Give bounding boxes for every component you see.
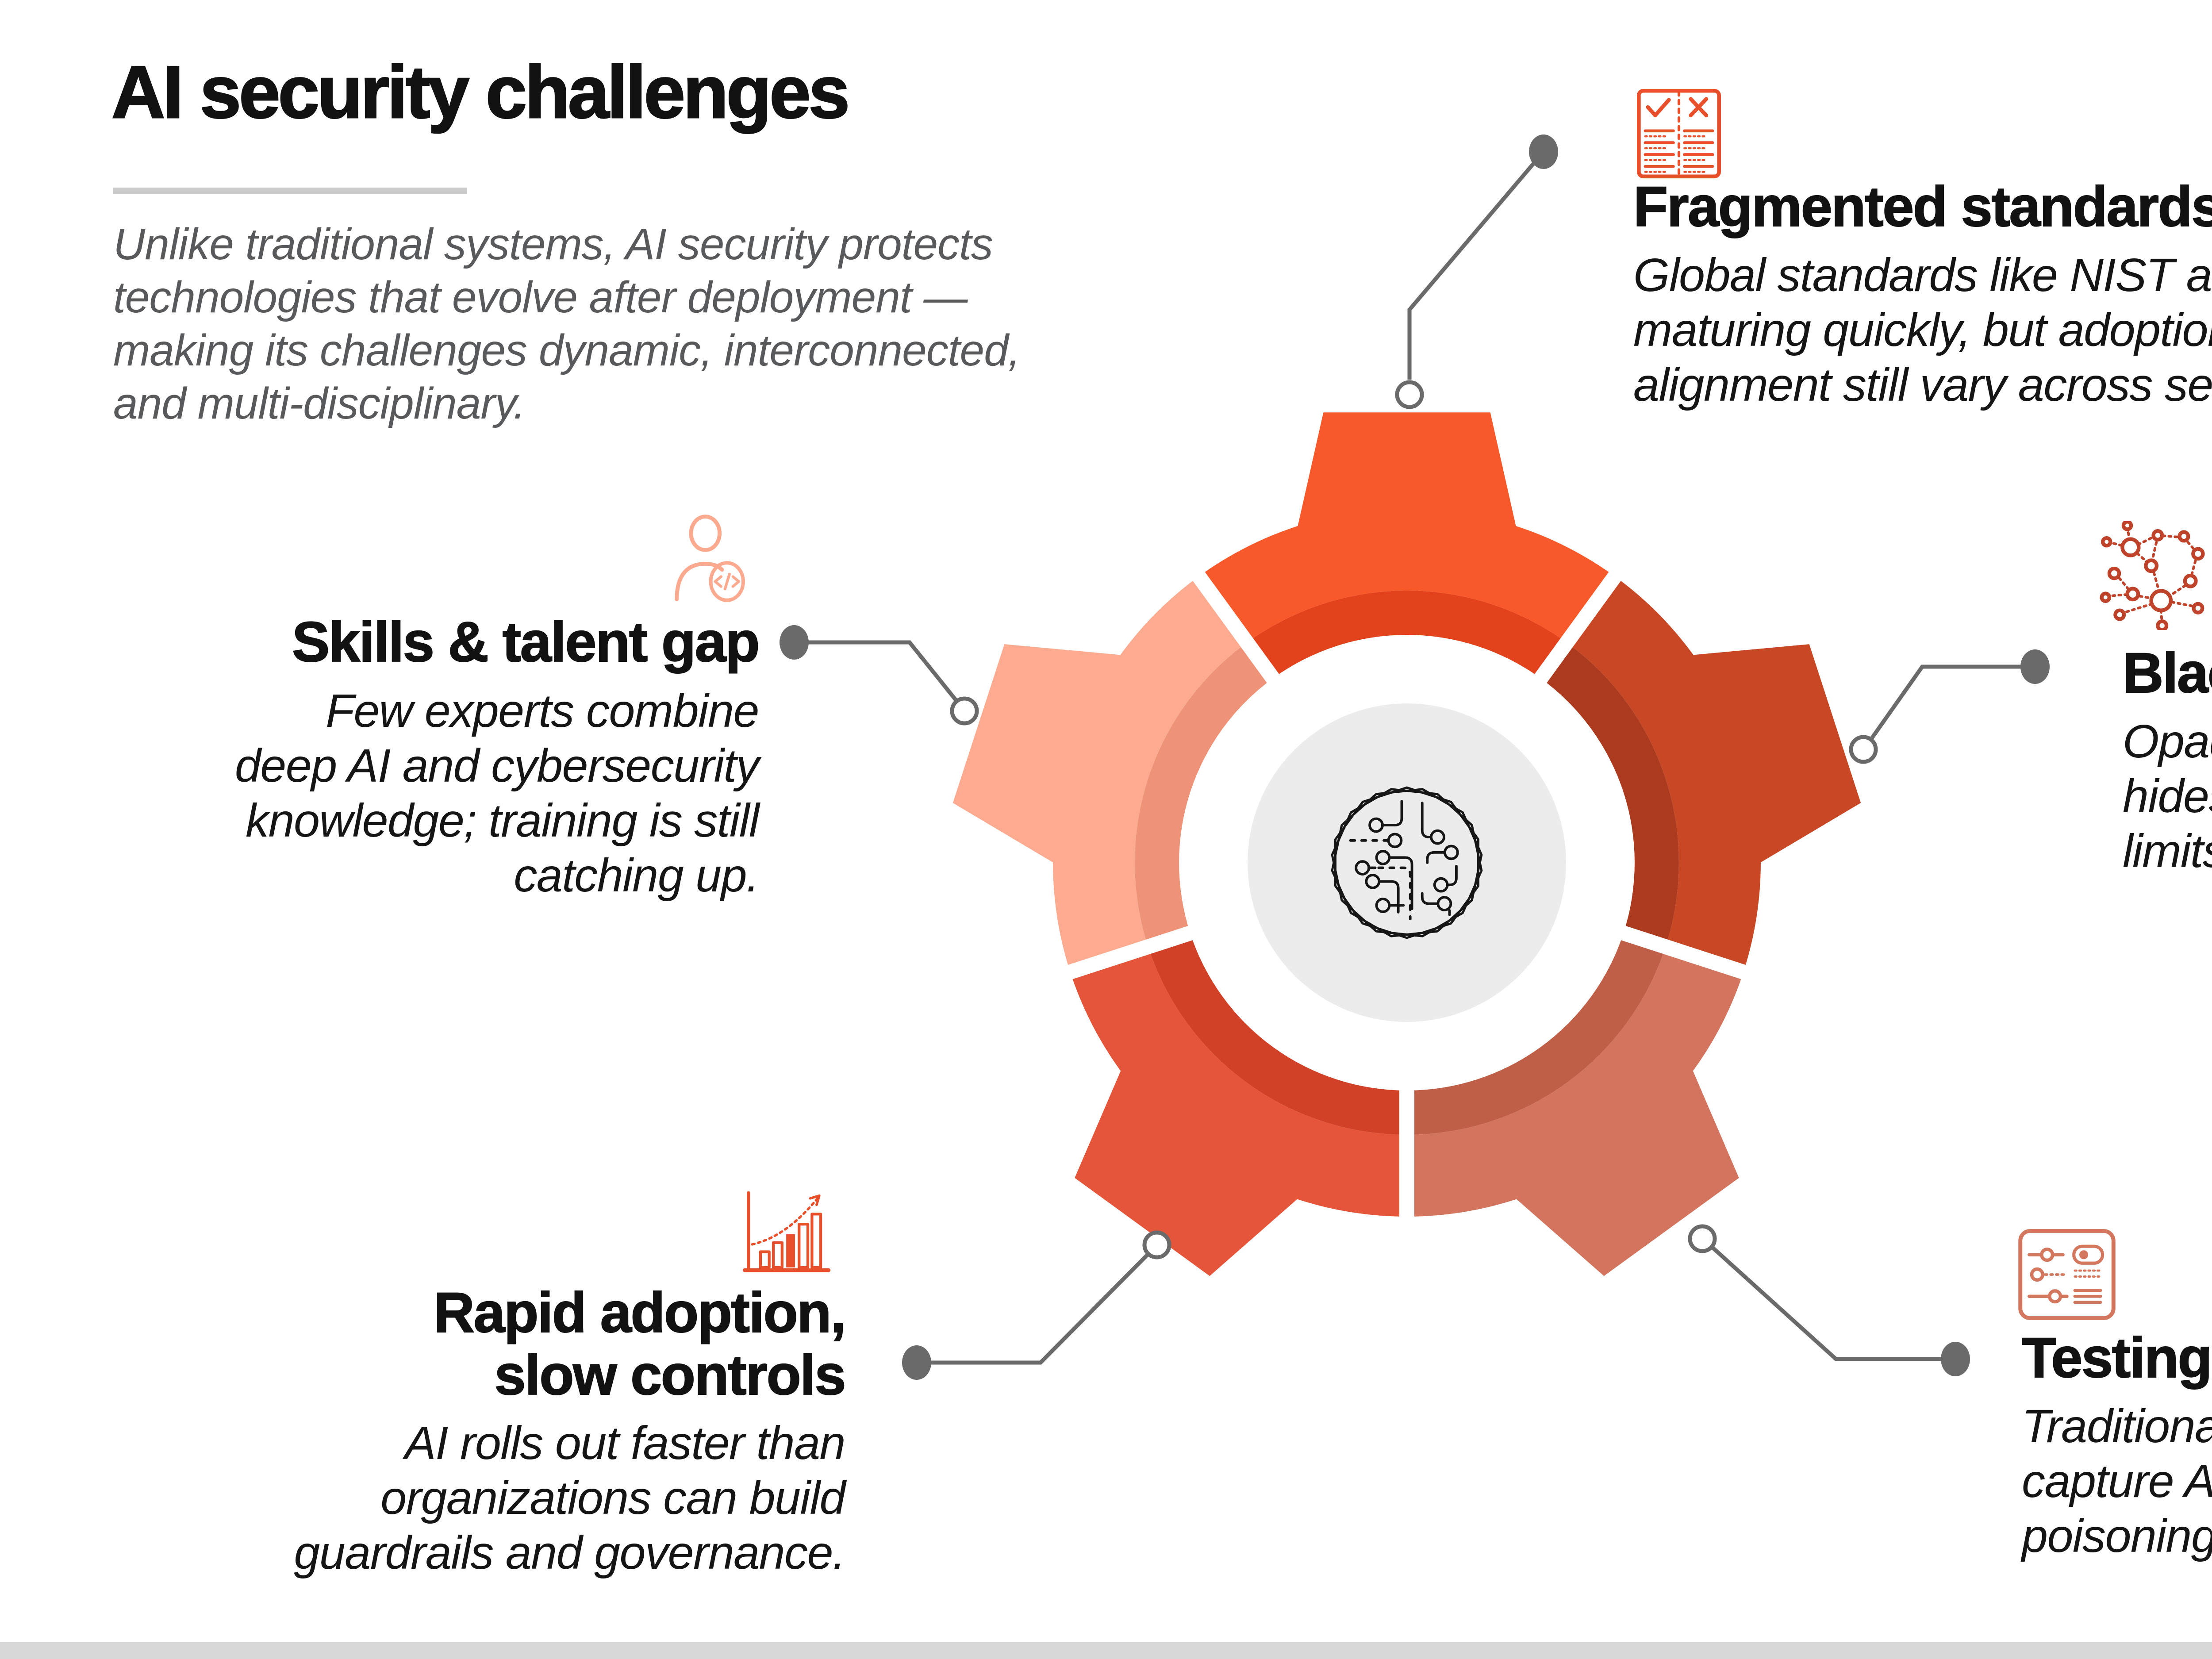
ai-circuit-brain-icon xyxy=(1331,786,1483,939)
intro-paragraph: Unlike traditional systems, AI security … xyxy=(113,219,1021,428)
section-title-black-box: Black box complexity xyxy=(2122,641,2212,705)
title-divider xyxy=(113,188,467,194)
gear-segment-gaps xyxy=(931,455,1883,1360)
connector-black-box xyxy=(1849,649,2050,764)
connector-rapid-adoption xyxy=(902,1230,1171,1380)
section-title-skills: Skills & talent gap xyxy=(292,611,760,674)
section-body-fragmented-standards: Global standards like NIST and ISO are m… xyxy=(1633,249,2212,411)
gear-segment-testing xyxy=(1406,933,1743,1276)
connector-testing xyxy=(1688,1224,1970,1376)
section-title-testing: Testing limitations xyxy=(2021,1326,2212,1390)
section-body-skills: Few experts combine deep AI and cybersec… xyxy=(234,685,760,902)
section-body-black-box: Opaque decision-making hides vulnerabili… xyxy=(2123,715,2212,878)
gear-segment-rapid-adoption xyxy=(1070,933,1407,1276)
connector-fragmented-standards xyxy=(1395,134,1558,409)
page-title: AI security challenges xyxy=(111,50,850,134)
section-body-rapid-adoption: AI rolls out faster than organizations c… xyxy=(294,1417,845,1579)
bottom-bar xyxy=(0,1642,2212,1659)
person-code-icon xyxy=(675,515,745,602)
gear-segment-black-box xyxy=(1540,576,1861,972)
sliders-panel-icon xyxy=(2018,1229,2116,1321)
section-title-fragmented-standards: Fragmented standards xyxy=(1633,175,2212,238)
gear-center-hub xyxy=(1248,703,1566,1022)
growth-chart-icon xyxy=(743,1191,831,1272)
checklist-document-icon xyxy=(1637,88,1721,179)
section-body-testing: Traditional pen testing doesn’t capture … xyxy=(2022,1400,2212,1563)
connector-skills xyxy=(780,625,979,726)
section-title-rapid-adoption: Rapid adoption, slow controls xyxy=(434,1281,847,1407)
gear-diagram xyxy=(931,412,1883,1360)
gear-segment-fragmented-standards xyxy=(1198,412,1615,679)
gear-segment-skills xyxy=(952,576,1273,972)
network-graph-icon xyxy=(2100,521,2205,630)
